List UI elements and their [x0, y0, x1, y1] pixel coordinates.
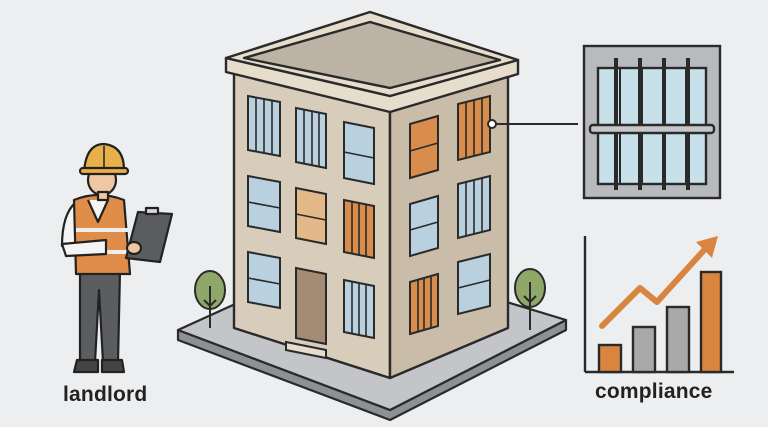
barred-window-icon	[582, 44, 722, 200]
compliance-label: compliance	[595, 380, 713, 403]
landlord-label: landlord	[63, 383, 148, 406]
tree-right	[514, 268, 546, 330]
front-windows	[247, 94, 375, 360]
trend-arrow-icon	[599, 236, 718, 329]
landlord-figure	[60, 142, 174, 374]
compliance-chart-icon	[583, 236, 734, 374]
side-windows	[409, 94, 491, 336]
callout-connector	[487, 119, 578, 129]
tree-left	[194, 270, 226, 328]
